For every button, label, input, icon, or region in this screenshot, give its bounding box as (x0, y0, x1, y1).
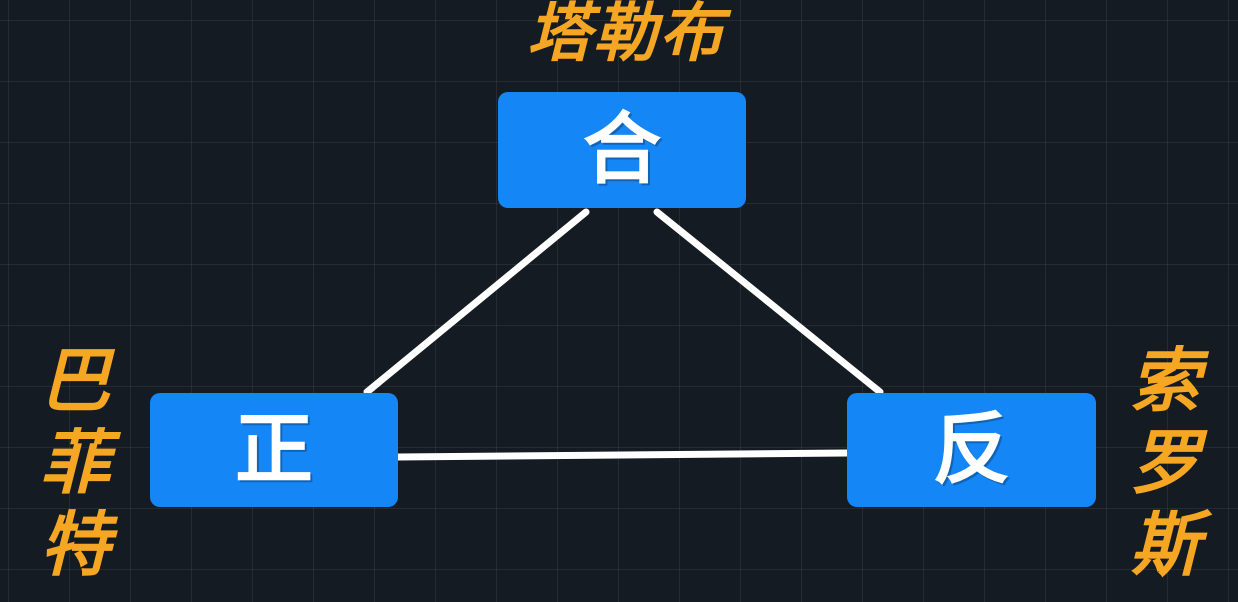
synthesis-label: 合 (582, 105, 661, 195)
edge-left-right (394, 449, 851, 461)
antithesis-node: 反 (847, 393, 1096, 507)
edge-top-left (363, 208, 590, 396)
synthesis-node: 合 (498, 92, 746, 208)
thesis-node: 正 (150, 393, 398, 507)
right-person-name: 索罗斯 (1130, 340, 1200, 586)
edge-top-right (653, 208, 884, 396)
top-person-name: 塔勒布 (527, 0, 725, 71)
left-person-name: 巴菲特 (40, 340, 110, 586)
thesis-label: 正 (234, 405, 313, 495)
antithesis-label: 反 (932, 405, 1011, 495)
